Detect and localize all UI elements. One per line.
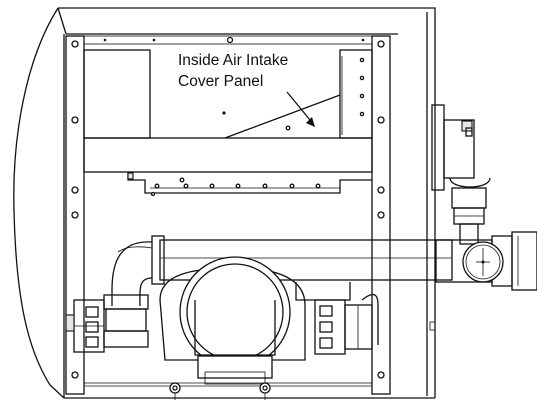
cabinet-shell xyxy=(13,7,436,399)
right-union-valve xyxy=(295,282,379,355)
callout-leader-arrow xyxy=(286,91,315,127)
pump-motor xyxy=(159,256,306,400)
lower-tray xyxy=(127,172,372,197)
left-elbow-fitting xyxy=(103,241,153,348)
horizontal-pipe xyxy=(151,235,453,285)
callout-label: Inside Air Intake Cover Panel xyxy=(178,50,288,92)
callout-line-1: Inside Air Intake xyxy=(178,52,289,69)
cross-beam xyxy=(83,137,373,173)
left-union-valve xyxy=(65,299,105,353)
right-external-fittings xyxy=(429,104,537,331)
callout-line-2: Cover Panel xyxy=(178,73,264,90)
inner-frame xyxy=(65,35,391,395)
frame-screws xyxy=(71,36,385,379)
